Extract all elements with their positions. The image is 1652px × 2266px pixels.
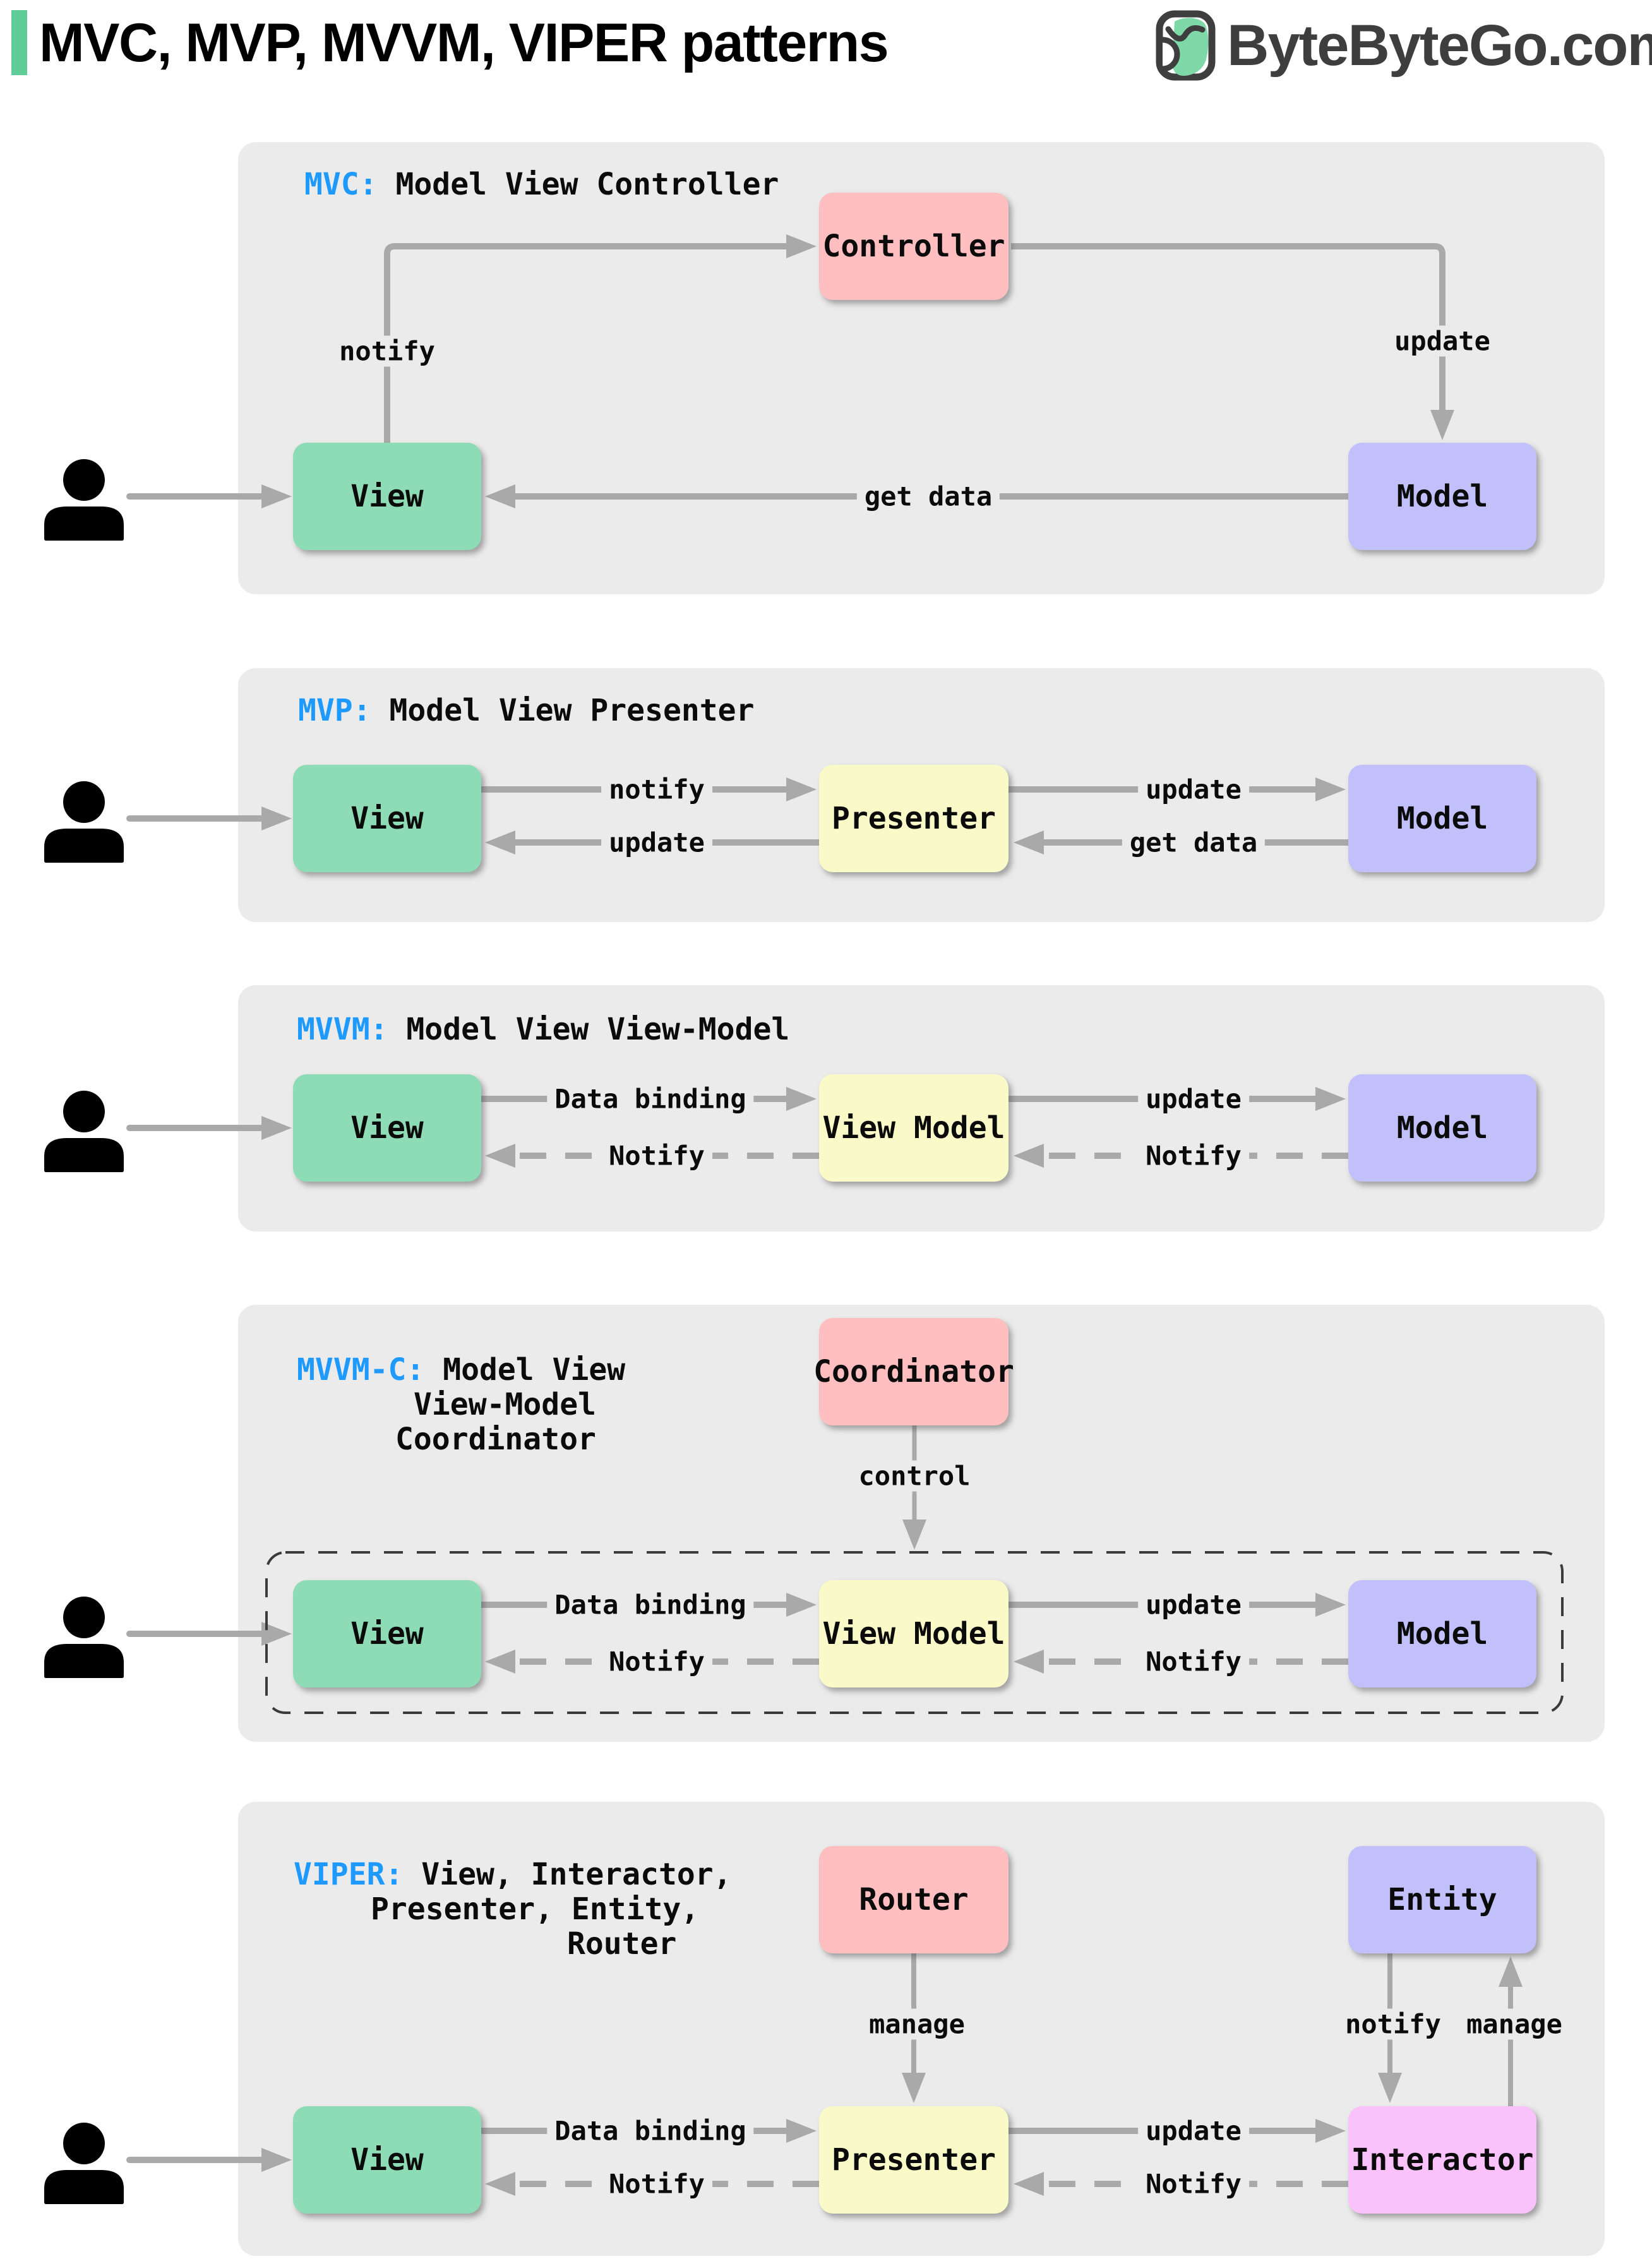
mvp-get-data-label: get data [1122,827,1266,858]
mvvm-c-coordinator-box: Coordinator [813,1318,1014,1425]
mvvm-c-control-label: control [851,1460,978,1492]
viper-interactor-box: Interactor [1348,2106,1536,2214]
mvp-name: Model View Presenter [371,693,755,728]
viper-section-title-line2: Presenter, Entity, [371,1891,700,1927]
viper-update-label: update [1138,2115,1249,2147]
viper-manage-entity-label: manage [1459,2008,1570,2040]
mvp-model-box: Model [1348,765,1536,872]
viper-presenter-box: Presenter [819,2106,1009,2214]
user-icon [44,459,124,541]
mvvm-c-section-title-line3: Coordinator [395,1422,596,1457]
mvc-view-box: View [293,443,481,550]
mvc-controller-box: Controller [819,193,1009,300]
mvvm-c-data-binding-label: Data binding [547,1589,754,1621]
mvvm-abbr: MVVM: [297,1012,388,1047]
mvvm-c-view-box: View [293,1580,481,1688]
mvc-notify-label: notify [332,335,443,367]
user-icon [44,1597,124,1678]
mvvm-model-box: Model [1348,1074,1536,1182]
mvvm-name: Model View View-Model [388,1012,790,1047]
mvvm-view-box: View [293,1074,481,1182]
viper-manage-router-label: manage [861,2008,973,2040]
mvvm-c-notify-view-label: Notify [601,1646,712,1677]
page-title: MVC, MVP, MVVM, VIPER patterns [39,13,889,73]
mvvm-c-model-box: Model [1348,1580,1536,1688]
viper-notify-view-label: Notify [601,2168,712,2200]
mvvm-c-update-label: update [1138,1589,1249,1621]
viper-section-title-line3: Router [567,1926,677,1962]
viper-view-box: View [293,2106,481,2214]
mvvm-c-section-title-line2: View-Model [414,1387,596,1422]
bytebytego-logo-icon [1156,10,1216,81]
mvvm-notify-vm-label: Notify [1138,1140,1249,1172]
mvvm-data-binding-label: Data binding [547,1083,754,1115]
mvvm-update-label: update [1138,1083,1249,1115]
mvc-get-data-label: get data [856,481,1000,512]
mvvm-view-model-box: View Model [819,1074,1009,1182]
mvp-presenter-box: Presenter [819,765,1009,872]
mvp-abbr: MVP: [298,693,371,728]
viper-name-line1: View, Interactor, [403,1857,732,1892]
mvvm-c-abbr: MVVM-C: [297,1352,425,1388]
viper-router-box: Router [819,1846,1009,1953]
mvc-abbr: MVC: [304,167,378,202]
mvvm-section-title: MVVM: Model View View-Model [297,1012,789,1047]
mvp-update-view-label: update [601,827,712,858]
mvp-view-box: View [293,765,481,872]
viper-section-title-line1: VIPER: View, Interactor, [294,1857,732,1892]
mvvm-c-view-model-box: View Model [819,1580,1009,1688]
mvc-update-label: update [1387,325,1498,357]
mvp-section-title: MVP: Model View Presenter [298,693,754,728]
mvvm-notify-view-label: Notify [601,1140,712,1172]
mvc-name: Model View Controller [377,167,779,202]
mvvm-c-name-line1: Model View [424,1352,626,1388]
mvp-update-model-label: update [1138,774,1249,805]
mvp-notify-label: notify [601,774,712,805]
viper-notify-entity-label: notify [1338,2008,1449,2040]
title-accent-bar [11,10,27,75]
user-icon [44,1091,124,1172]
bytebytego-logo: ByteByteGo.com [1156,8,1652,83]
mvc-section-title: MVC: Model View Controller [304,167,779,202]
mvc-model-box: Model [1348,443,1536,550]
logo-text: ByteByteGo.com [1227,13,1652,78]
viper-entity-box: Entity [1348,1846,1536,1953]
viper-data-binding-label: Data binding [547,2115,754,2147]
viper-abbr: VIPER: [294,1857,404,1892]
user-icon [44,2123,124,2204]
mvvm-c-section-title-line1: MVVM-C: Model View [297,1352,625,1388]
viper-notify-presenter-label: Notify [1138,2168,1249,2200]
mvvm-c-notify-vm-label: Notify [1138,1646,1249,1677]
user-icon [44,781,124,863]
